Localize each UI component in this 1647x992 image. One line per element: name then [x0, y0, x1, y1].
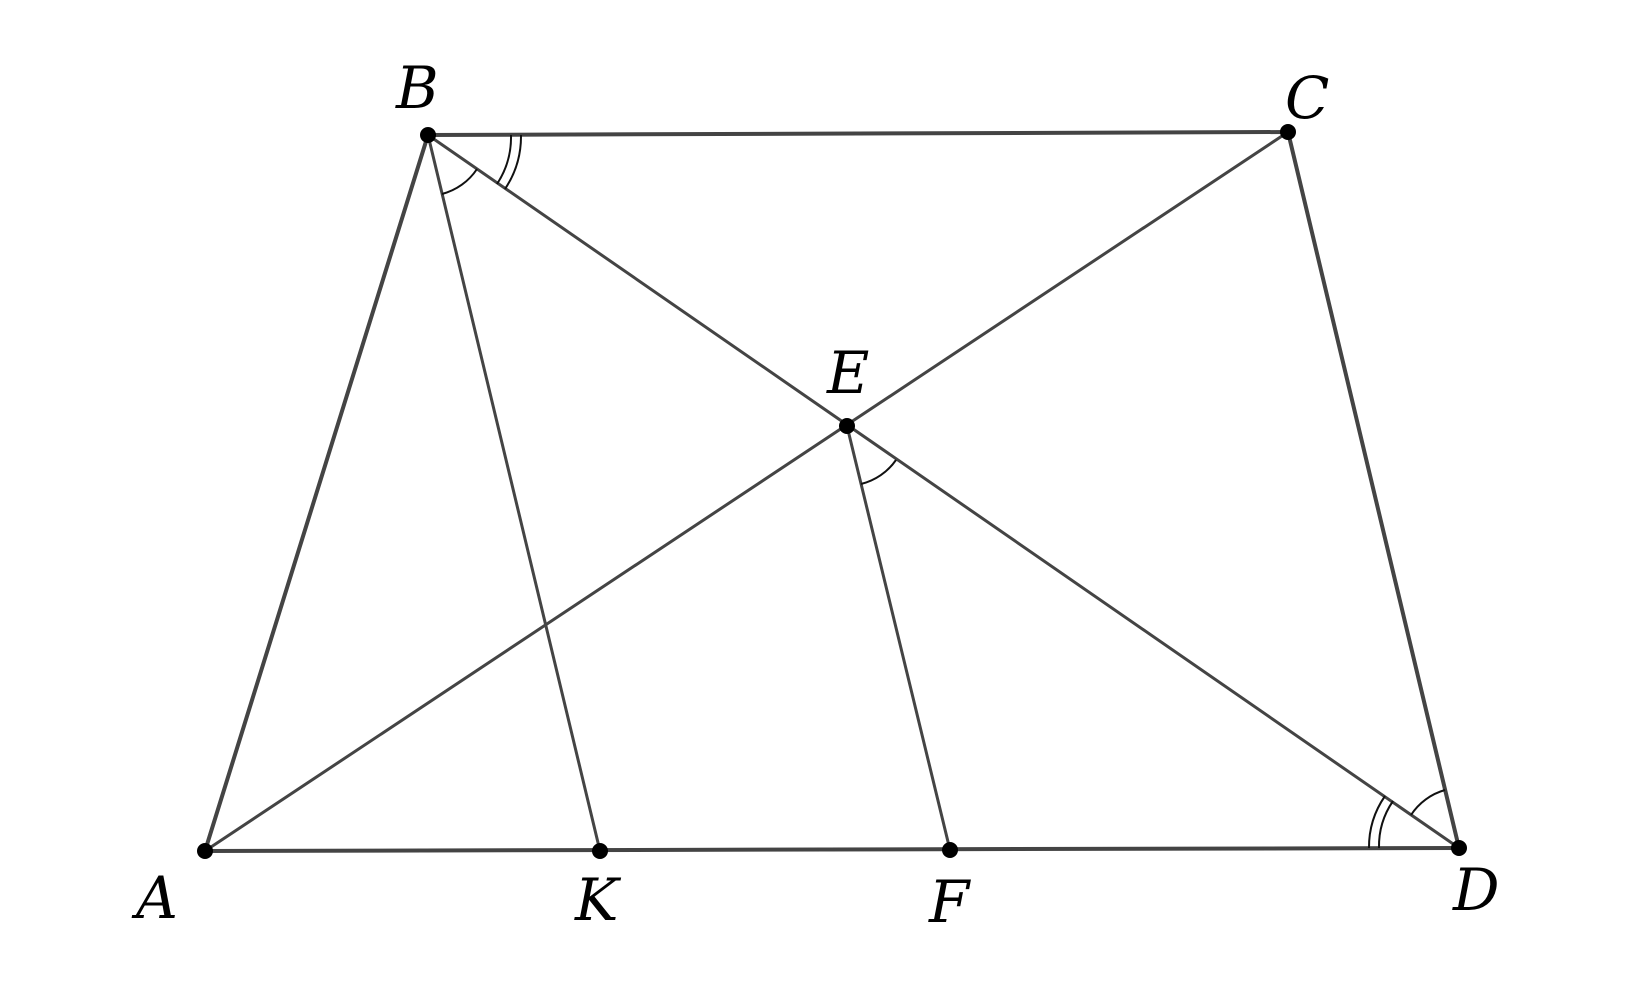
- angle-mark-B-double-outer: [504, 134, 523, 190]
- angle-mark-E-single: [860, 459, 897, 485]
- label-C: C: [1285, 64, 1329, 132]
- label-B: B: [395, 54, 439, 122]
- segment-BC: [426, 130, 1290, 137]
- label-E: E: [826, 339, 869, 407]
- segment-AB: [203, 133, 430, 853]
- angle-mark-D-single: [1410, 789, 1446, 816]
- point-C: [1280, 124, 1296, 140]
- angle-mark-D-double-inner: [1377, 800, 1394, 849]
- diagonal-AC: [203, 130, 1290, 853]
- label-F: F: [928, 868, 971, 936]
- angle-mark-D-double-outer: [1367, 795, 1386, 849]
- point-E: [839, 418, 855, 434]
- label-A: A: [131, 864, 178, 932]
- segment-BK: [426, 133, 602, 853]
- angle-mark-B-single: [441, 168, 478, 195]
- point-B: [420, 127, 436, 143]
- label-D: D: [1452, 856, 1500, 924]
- point-D: [1451, 840, 1467, 856]
- segment-AD: [203, 846, 1461, 853]
- label-K: K: [574, 866, 622, 934]
- point-A: [197, 843, 213, 859]
- point-K: [592, 843, 608, 859]
- diagonal-BD: [426, 133, 1461, 850]
- segment-CD: [1286, 130, 1461, 850]
- point-F: [942, 842, 958, 858]
- angle-mark-B-double-inner: [496, 134, 513, 185]
- segment-EF: [845, 424, 952, 852]
